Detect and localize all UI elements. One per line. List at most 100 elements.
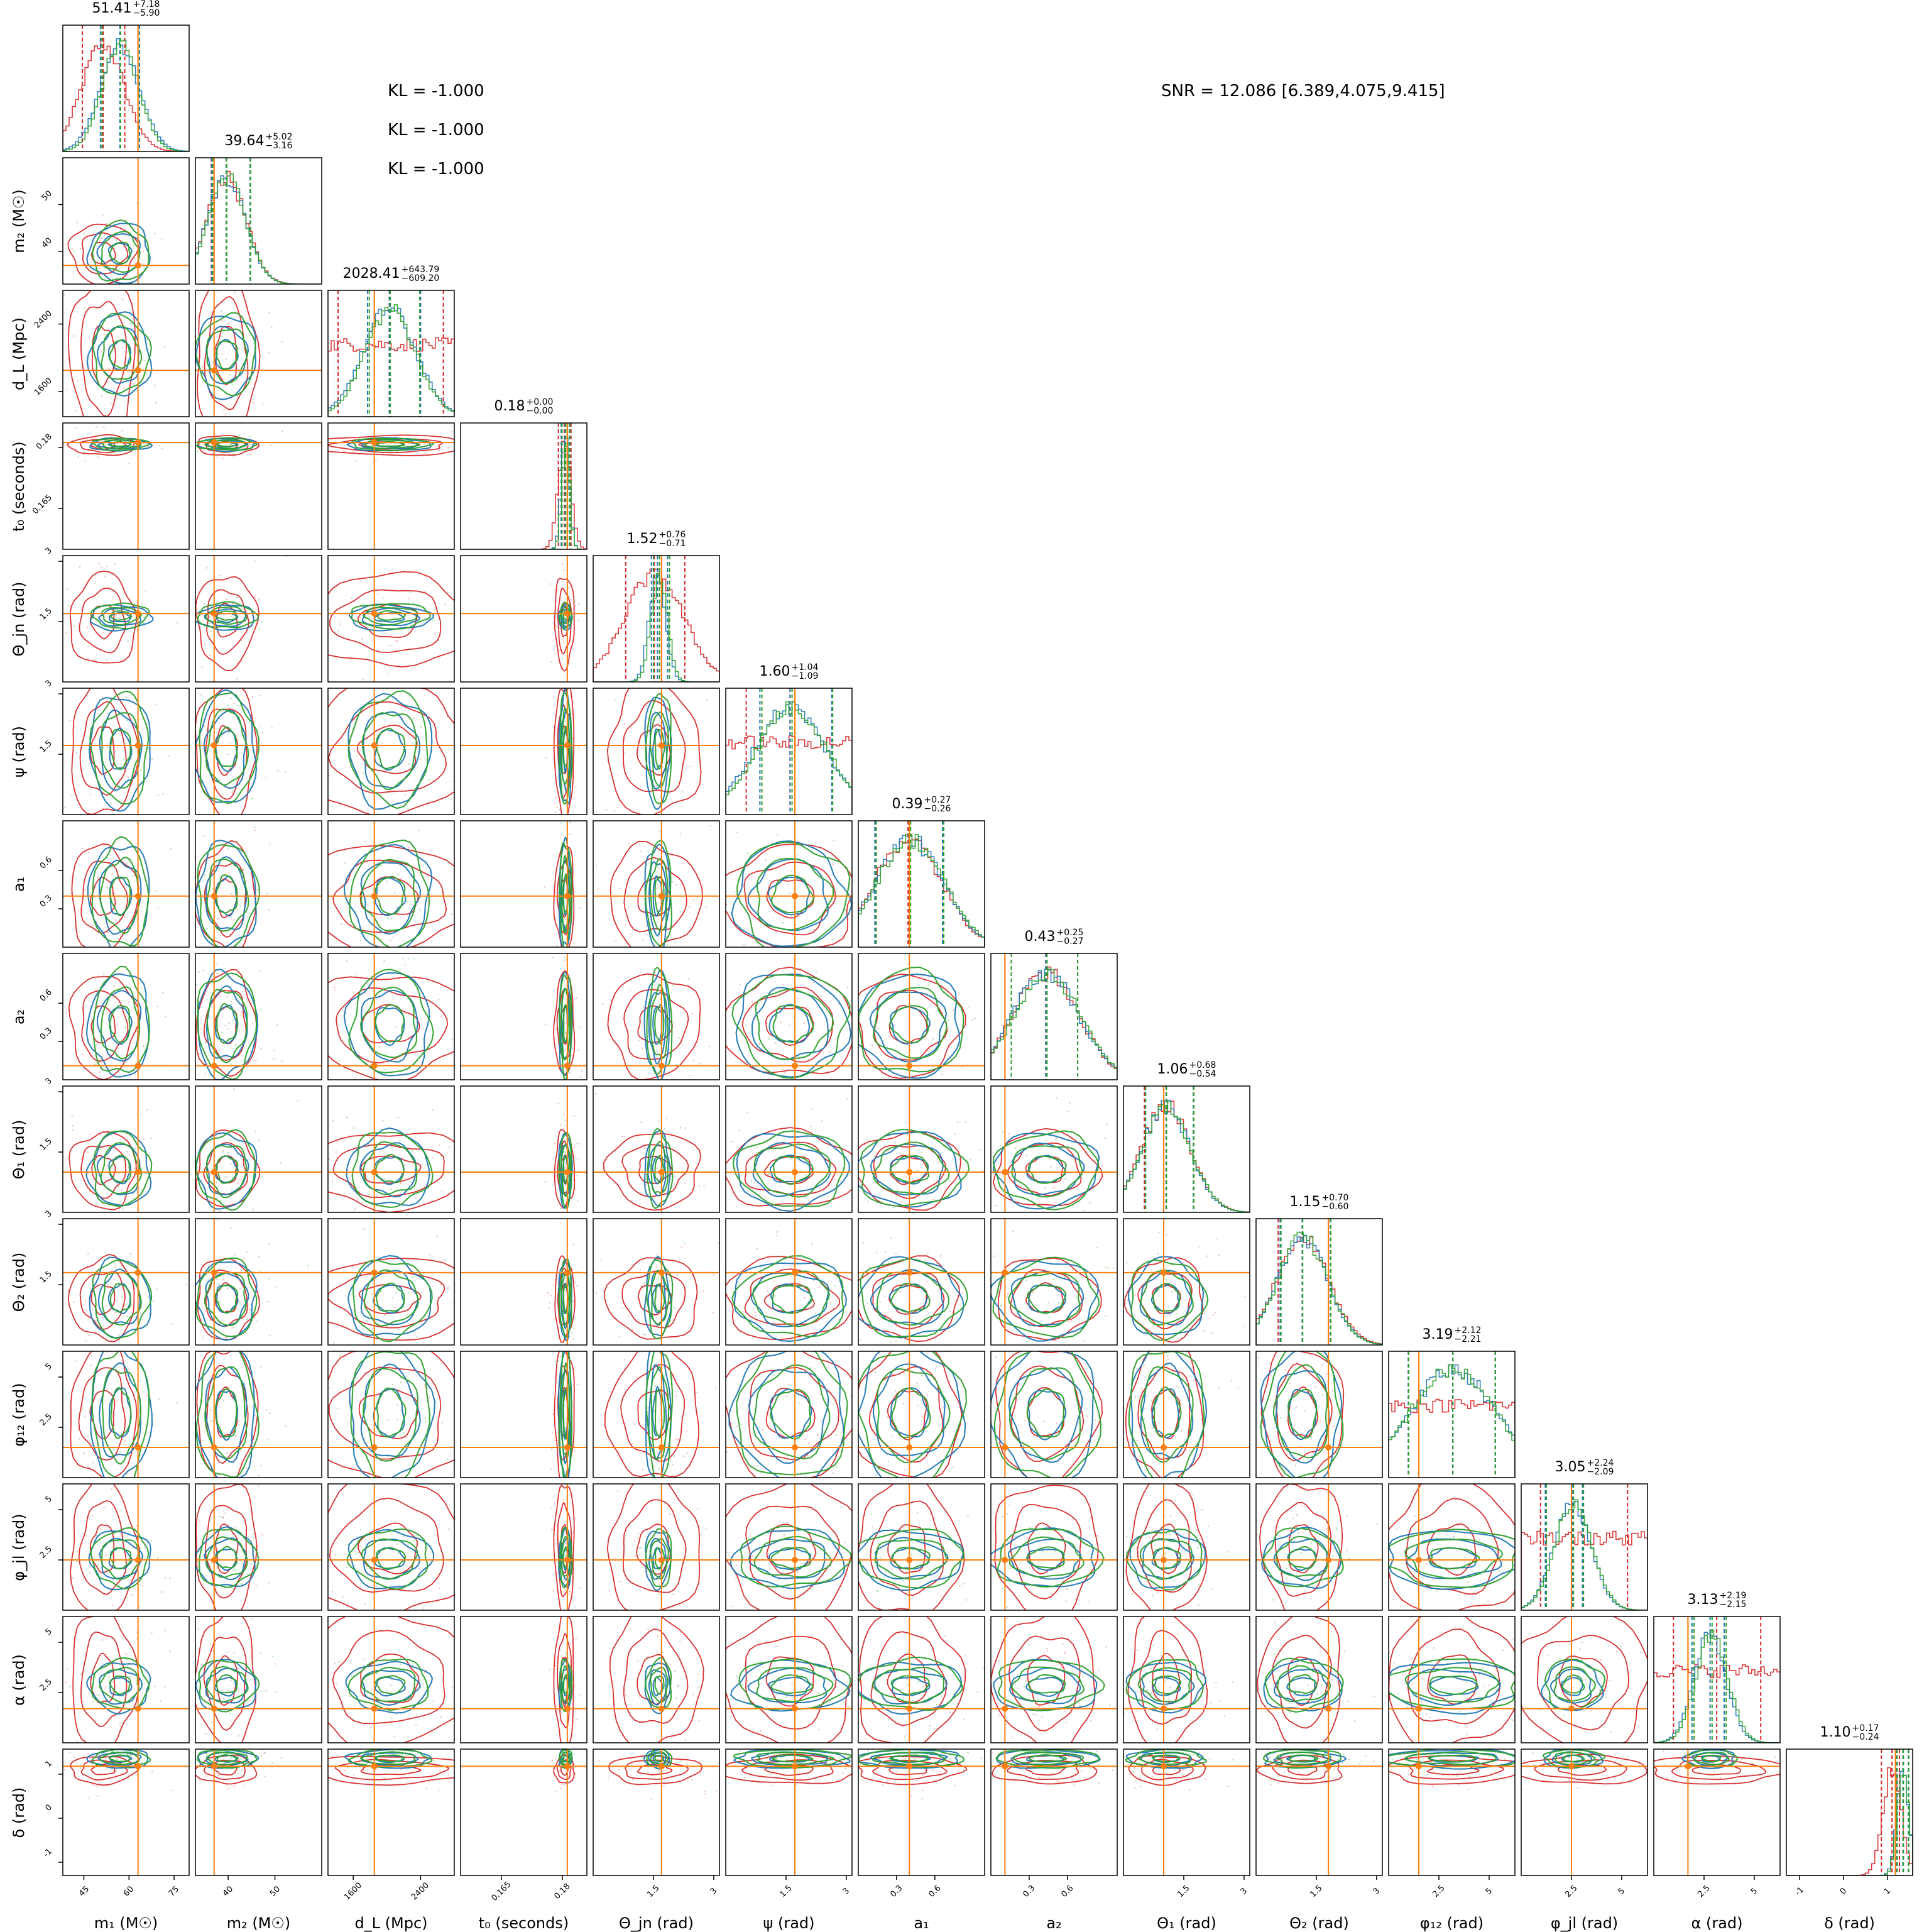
sample-point xyxy=(112,597,114,599)
sample-point xyxy=(103,427,105,429)
sample-point xyxy=(413,958,415,960)
sample-point xyxy=(654,1385,656,1387)
sample-point xyxy=(383,987,385,989)
sample-point xyxy=(151,261,153,263)
sample-point xyxy=(1066,1588,1068,1590)
sample-point xyxy=(261,1534,263,1536)
contour-red-8-5-1 xyxy=(745,1143,836,1195)
sample-point xyxy=(622,713,624,715)
sample-point xyxy=(146,373,148,375)
sample-point xyxy=(91,1621,93,1623)
sample-point xyxy=(408,1292,410,1294)
sample-point xyxy=(120,708,122,710)
sample-point xyxy=(255,1585,257,1587)
sample-point xyxy=(1250,1571,1252,1572)
sample-point xyxy=(565,918,567,920)
sample-point xyxy=(577,955,579,957)
sample-point xyxy=(324,432,326,434)
sample-point xyxy=(587,1013,589,1014)
sample-point xyxy=(957,1121,959,1123)
sample-point xyxy=(252,451,254,453)
sample-point xyxy=(408,763,410,765)
sample-point xyxy=(271,326,273,328)
panel-frame xyxy=(63,1219,189,1345)
sample-point xyxy=(565,1267,567,1269)
sample-point xyxy=(433,618,435,620)
sample-point xyxy=(797,997,799,999)
contour-panel-1-0 xyxy=(58,158,189,317)
sample-point xyxy=(346,1117,347,1119)
sample-point xyxy=(378,1704,380,1706)
sample-point xyxy=(669,1480,671,1482)
sample-point xyxy=(473,1513,474,1515)
sample-point xyxy=(106,566,107,568)
sample-point xyxy=(455,1401,457,1403)
sample-point xyxy=(844,1743,846,1745)
sample-point xyxy=(1167,1464,1169,1466)
sample-point xyxy=(1044,1187,1046,1189)
sample-point xyxy=(672,1114,674,1116)
sample-point xyxy=(856,1082,858,1084)
panel-frame xyxy=(593,1219,719,1345)
sample-point xyxy=(84,1452,85,1454)
sample-point xyxy=(980,1254,981,1256)
sample-point xyxy=(132,670,134,672)
sample-point xyxy=(216,456,217,458)
sample-point xyxy=(1105,1138,1107,1139)
sample-point xyxy=(1025,1280,1027,1282)
sample-point xyxy=(226,359,227,361)
sample-point xyxy=(945,1279,947,1281)
sample-point xyxy=(773,1281,775,1283)
sample-point xyxy=(555,652,557,654)
sample-point xyxy=(895,1253,897,1254)
sample-point xyxy=(527,698,529,700)
sample-point xyxy=(265,1690,267,1692)
sample-point xyxy=(194,1671,195,1672)
sample-point xyxy=(114,1278,116,1280)
sample-point xyxy=(76,427,78,429)
sample-point xyxy=(164,346,166,348)
sample-point xyxy=(1296,1514,1298,1516)
sample-point xyxy=(336,1151,337,1153)
sample-point xyxy=(1260,1334,1262,1336)
sample-point xyxy=(217,897,219,899)
sample-point xyxy=(642,1048,643,1050)
sample-point xyxy=(827,1196,829,1198)
contour-red-5-0-1 xyxy=(80,701,126,795)
sample-point xyxy=(556,1432,558,1434)
sample-point xyxy=(643,1006,645,1008)
sample-point xyxy=(362,603,364,605)
sample-point xyxy=(127,640,129,642)
sample-point xyxy=(361,1202,363,1204)
truth-point xyxy=(211,439,217,446)
sample-point xyxy=(106,963,107,965)
sample-point xyxy=(1073,1195,1074,1197)
sample-point xyxy=(106,294,107,296)
sample-point xyxy=(547,1292,549,1294)
sample-point xyxy=(658,1121,660,1122)
sample-point xyxy=(391,1724,393,1726)
sample-point xyxy=(865,911,866,913)
panel-frame xyxy=(63,1351,189,1478)
sample-point xyxy=(745,1611,747,1613)
sample-point xyxy=(833,1680,835,1682)
sample-point xyxy=(1064,1526,1066,1528)
sample-point xyxy=(1007,1606,1008,1608)
sample-point xyxy=(457,1683,459,1685)
sample-point xyxy=(106,1013,108,1014)
sample-point xyxy=(219,1591,221,1593)
sample-point xyxy=(170,848,172,850)
sample-point xyxy=(143,1046,145,1048)
sample-point xyxy=(1162,1555,1164,1557)
sample-point xyxy=(385,633,387,635)
sample-point xyxy=(557,1335,559,1337)
contour-blue-9-4-1 xyxy=(648,1271,666,1325)
sample-point xyxy=(557,950,559,952)
sample-point xyxy=(448,1529,450,1530)
sample-point xyxy=(1098,1315,1100,1317)
sample-point xyxy=(335,989,337,991)
sample-point xyxy=(247,1001,249,1002)
sample-point xyxy=(228,732,230,734)
sample-point xyxy=(752,1315,754,1317)
sample-point xyxy=(143,329,145,331)
